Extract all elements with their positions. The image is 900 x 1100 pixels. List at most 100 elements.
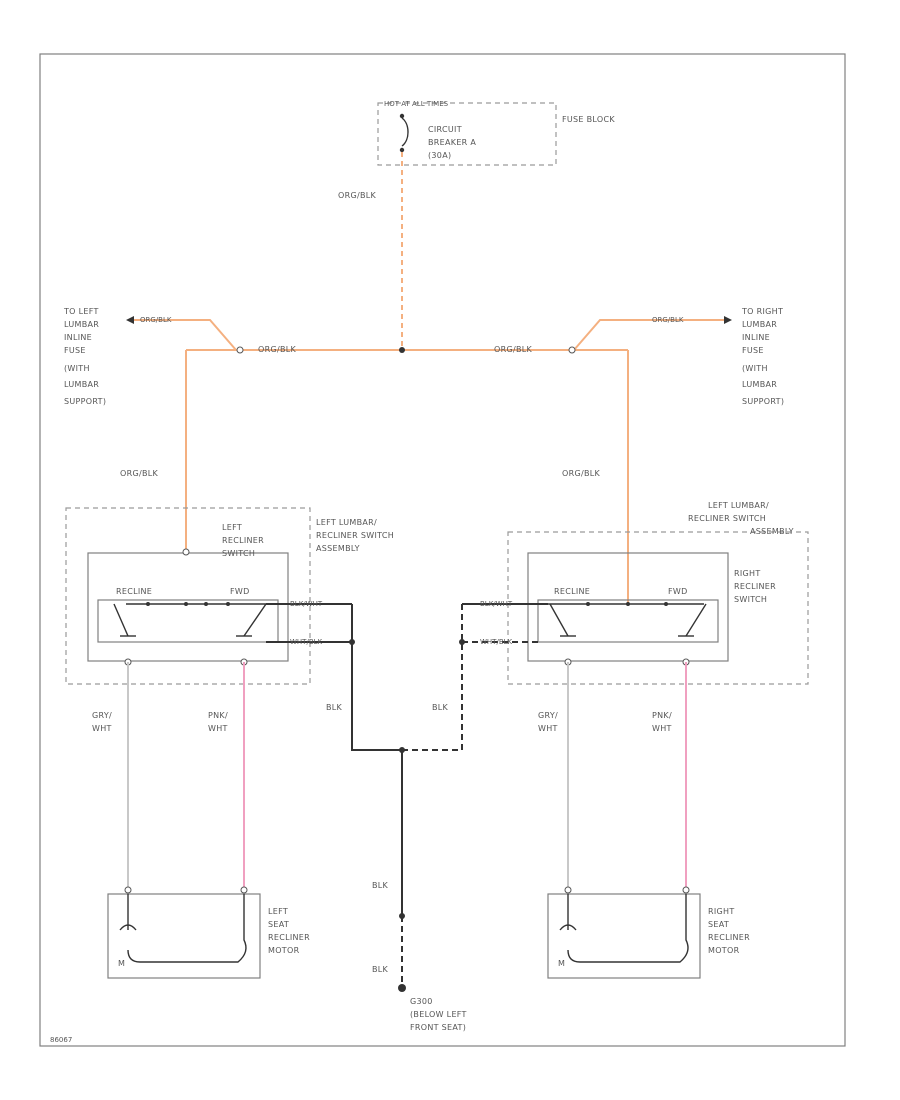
svg-text:LUMBAR: LUMBAR [64, 380, 99, 389]
left-motor-label-2: SEAT [268, 920, 289, 929]
splice-main [399, 347, 405, 353]
circuit-breaker-label-3: (30A) [428, 151, 451, 160]
right-motor-m-icon: M [558, 959, 565, 968]
left-switch-label-1: LEFT [222, 523, 242, 532]
left-motor-m-icon: M [118, 959, 125, 968]
svg-text:TO LEFT: TO LEFT [63, 307, 99, 316]
right-motor-label-3: RECLINER [708, 933, 750, 942]
wire-label-left-gry-2: WHT [92, 724, 112, 733]
fuse-block-label: FUSE BLOCK [562, 115, 615, 124]
left-assembly-outline [65, 507, 311, 685]
right-motor-label-2: SEAT [708, 920, 729, 929]
right-motor-brush-1 [559, 894, 577, 931]
wire-label-right-pnk-1: PNK/ [652, 711, 672, 720]
connector-right-lumbar [568, 346, 576, 354]
right-recliner-switch-assembly: LEFT LUMBAR/ RECLINER SWITCH ASSEMBLY RI… [507, 501, 809, 685]
wire-label-left-pnk-1: PNK/ [208, 711, 228, 720]
right-contact-3 [664, 602, 668, 606]
wire-label-bus-right: ORG/BLK [494, 345, 532, 354]
right-switch-label-2: RECLINER [734, 582, 776, 591]
wire-label-ground-lower: BLK [372, 965, 389, 974]
left-switch-input-terminal [182, 548, 190, 556]
wire-label-right-gry-2: WHT [538, 724, 558, 733]
wire-label-left-ground: BLK [326, 703, 343, 712]
right-assembly-label-2: RECLINER SWITCH [688, 514, 766, 523]
wire-left-ground-blk [351, 604, 402, 751]
left-motor-brush-1 [119, 894, 137, 931]
ground-label-3: FRONT SEAT) [410, 1023, 466, 1032]
right-switch-label-3: SWITCH [734, 595, 767, 604]
svg-text:(WITH: (WITH [742, 364, 768, 373]
wire-label-ground-upper: BLK [372, 881, 389, 890]
svg-text:TO RIGHT: TO RIGHT [741, 307, 783, 316]
wire-label-right-lumbar: ORG/BLK [652, 316, 684, 324]
right-contact-2 [626, 602, 630, 606]
left-fwd-label: FWD [230, 587, 250, 596]
fuse-block-outline [377, 102, 557, 166]
left-motor-winding [127, 894, 247, 963]
right-assembly-label-3: ASSEMBLY [750, 527, 794, 536]
wire-right-lumbar-branch [573, 319, 726, 351]
wire-label-right-pnk-2: WHT [652, 724, 672, 733]
ground-label-2: (BELOW LEFT [410, 1010, 467, 1019]
left-recline-label: RECLINE [116, 587, 152, 596]
svg-text:INLINE: INLINE [64, 333, 92, 342]
right-fwd-label: FWD [668, 587, 688, 596]
ground-point-icon [398, 984, 406, 992]
left-motor-terminal-2 [240, 886, 248, 894]
left-motor-terminal-1 [124, 886, 132, 894]
circuit-breaker-label-2: BREAKER A [428, 138, 476, 147]
figure-id-label: 86067 [50, 1036, 72, 1044]
right-contact-1 [586, 602, 590, 606]
svg-text:LUMBAR: LUMBAR [742, 320, 777, 329]
wire-label-right-link-top: BLK/WHT [480, 600, 513, 608]
right-recline-label: RECLINE [554, 587, 590, 596]
left-switch-blade-recline [113, 603, 129, 637]
right-seat-recliner-motor: M RIGHT SEAT RECLINER MOTOR [547, 886, 750, 979]
wire-label-left-gry-1: GRY/ [92, 711, 112, 720]
wire-label-feed: ORG/BLK [338, 191, 376, 200]
left-assembly-label-2: RECLINER SWITCH [316, 531, 394, 540]
right-switch-inner [537, 599, 719, 643]
svg-text:SUPPORT): SUPPORT) [742, 397, 784, 406]
right-switch-blade-recline [549, 603, 569, 637]
left-contact-3 [204, 602, 208, 606]
right-motor-label-4: MOTOR [708, 946, 740, 955]
left-switch-body [87, 552, 289, 662]
right-assembly-outline [507, 531, 809, 685]
left-switch-label-2: RECLINER [222, 536, 264, 545]
arrow-right-lumbar [724, 316, 732, 324]
breaker-terminal-top [399, 113, 405, 119]
right-motor-terminal-1 [564, 886, 572, 894]
breaker-terminal-bottom [399, 147, 405, 153]
circuit-breaker-label-1: CIRCUIT [428, 125, 462, 134]
left-recliner-switch-assembly: LEFT LUMBAR/ RECLINER SWITCH ASSEMBLY LE… [65, 507, 394, 685]
right-motor-body [547, 893, 701, 979]
hot-at-all-times-label: HOT AT ALL TIMES [384, 100, 449, 108]
left-motor-label-1: LEFT [268, 907, 288, 916]
right-motor-terminal-2 [682, 886, 690, 894]
left-motor-body [107, 893, 261, 979]
wire-label-left-pnk-2: WHT [208, 724, 228, 733]
right-assembly-label-1: LEFT LUMBAR/ [708, 501, 769, 510]
left-assembly-label-1: LEFT LUMBAR/ [316, 518, 377, 527]
wire-label-right-gry-1: GRY/ [538, 711, 558, 720]
wire-label-left-drop: ORG/BLK [120, 469, 158, 478]
circuit-breaker-symbol [401, 117, 409, 147]
right-switch-label-1: RIGHT [734, 569, 761, 578]
left-contact-4 [226, 602, 230, 606]
svg-text:LUMBAR: LUMBAR [64, 320, 99, 329]
right-motor-winding [567, 894, 689, 963]
wire-label-right-drop: ORG/BLK [562, 469, 600, 478]
wire-label-right-ground: BLK [432, 703, 449, 712]
splice-right-switch [459, 639, 465, 645]
wire-left-lumbar-branch [130, 319, 237, 351]
right-lumbar-label: TO RIGHT LUMBAR INLINE FUSE (WITH LUMBAR… [741, 307, 784, 406]
wire-label-left-link-bottom: WHT/BLK [290, 638, 323, 646]
wire-label-right-link-bottom: WHT/BLK [480, 638, 513, 646]
svg-text:FUSE: FUSE [742, 346, 764, 355]
svg-text:LUMBAR: LUMBAR [742, 380, 777, 389]
svg-text:FUSE: FUSE [64, 346, 86, 355]
svg-text:INLINE: INLINE [742, 333, 770, 342]
